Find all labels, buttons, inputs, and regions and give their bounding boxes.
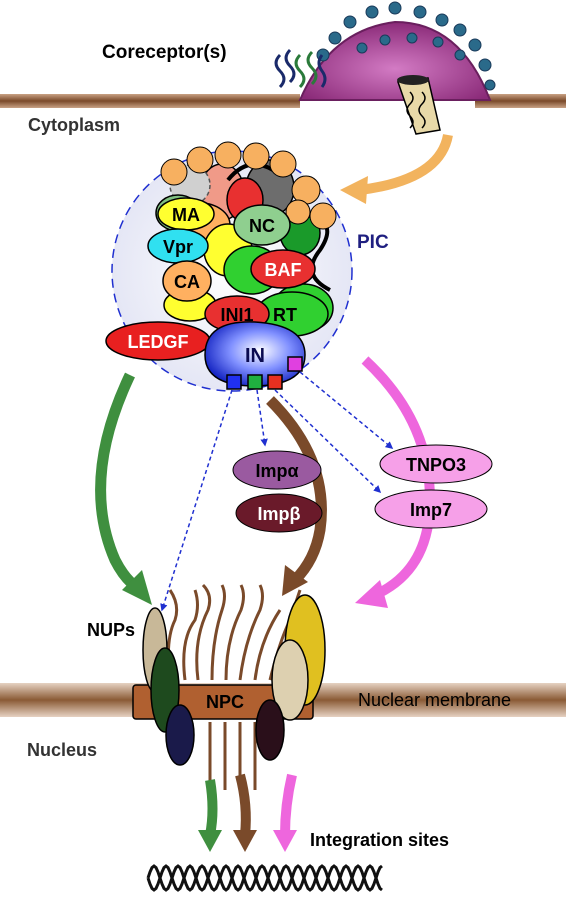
coreceptor-label: Coreceptor(s)	[102, 42, 227, 63]
svg-text:CA: CA	[174, 272, 200, 292]
svg-text:Impβ: Impβ	[258, 504, 301, 524]
svg-text:TNPO3: TNPO3	[406, 455, 466, 475]
imp-alpha: Impα	[232, 450, 322, 490]
svg-text:RT: RT	[273, 305, 297, 325]
nups-label: NUPs	[87, 620, 135, 640]
nuclear-arrows	[198, 773, 297, 852]
svg-text:Imp7: Imp7	[410, 500, 452, 520]
tnpo3-pathway-arrow	[355, 356, 436, 608]
svg-text:NC: NC	[249, 216, 275, 236]
baf-protein: BAF	[250, 249, 316, 289]
ma-protein: MA	[157, 197, 215, 231]
nups	[142, 594, 326, 766]
entry-arrow	[340, 133, 453, 204]
ca-protein: CA	[162, 260, 212, 302]
svg-text:NPC: NPC	[206, 692, 244, 712]
svg-text:BAF: BAF	[265, 260, 302, 280]
tnpo3: TNPO3	[379, 444, 493, 484]
svg-text:INI1: INI1	[220, 305, 253, 325]
nc-protein: NC	[233, 204, 291, 246]
svg-text:Vpr: Vpr	[163, 237, 193, 257]
integration-sites-label: Integration sites	[310, 830, 449, 850]
virion	[298, 1, 496, 135]
interaction-arrows	[160, 371, 394, 612]
imp-beta: Impβ	[235, 493, 323, 533]
cytoplasm-label: Cytoplasm	[28, 115, 120, 135]
pic-label: PIC	[357, 232, 389, 253]
nucleus-label: Nucleus	[27, 740, 97, 760]
nuclear-membrane-label: Nuclear membrane	[358, 690, 511, 710]
svg-text:LEDGF: LEDGF	[128, 332, 189, 352]
ledgf-pathway-arrow	[95, 372, 152, 605]
imp7: Imp7	[374, 489, 488, 529]
npc-filaments	[166, 583, 307, 790]
coreceptor-icon	[274, 48, 327, 89]
vpr-protein: Vpr	[147, 228, 209, 264]
in-protein: IN	[204, 321, 306, 390]
svg-text:MA: MA	[172, 205, 200, 225]
dna-helix-icon	[146, 864, 383, 892]
plasma-membrane	[0, 94, 566, 108]
svg-text:IN: IN	[245, 345, 265, 367]
ledgf-protein: LEDGF	[105, 321, 211, 361]
svg-text:Impα: Impα	[255, 461, 298, 481]
